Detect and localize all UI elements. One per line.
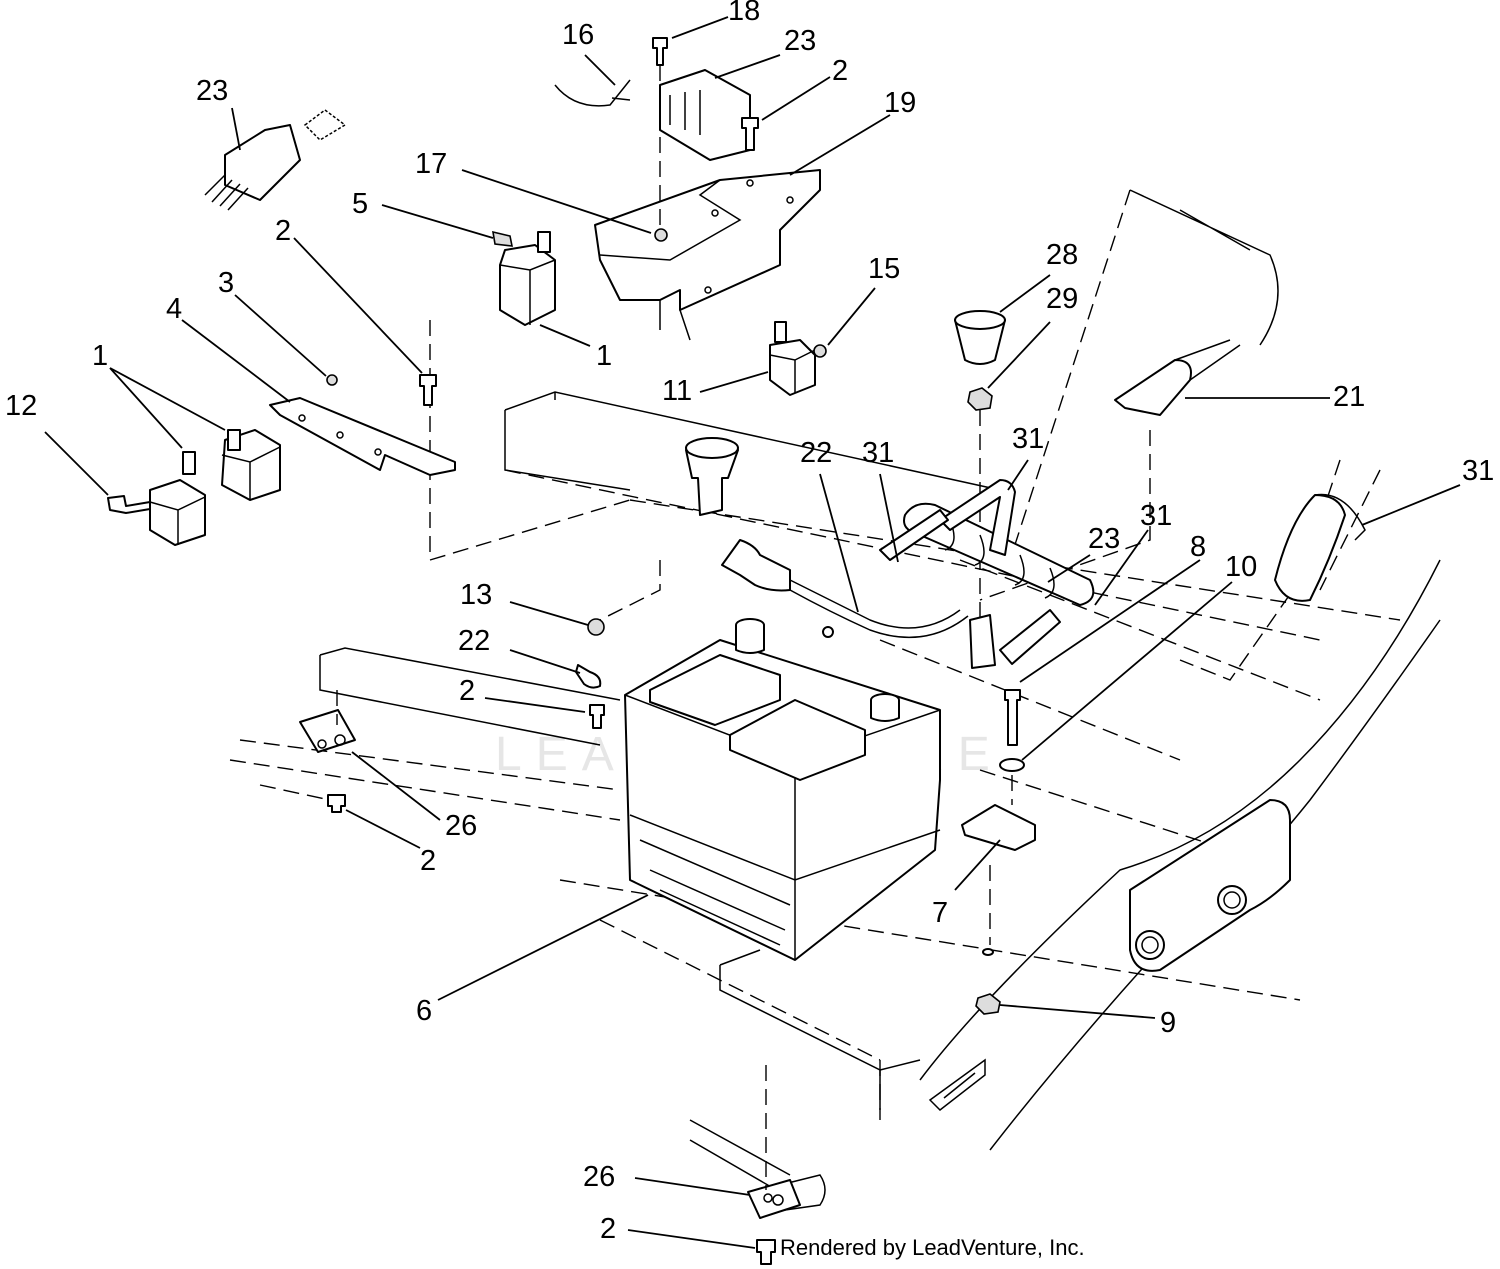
washer-10: [999, 758, 1025, 772]
callout-19: 19: [884, 87, 916, 119]
wire-clip: [554, 79, 631, 107]
battery-cable-bundle: [879, 479, 1095, 665]
callout-23-left: 23: [196, 75, 228, 107]
callout-13: 13: [460, 579, 492, 611]
clamp-26-lower: [689, 1119, 826, 1219]
relay-1-upper: [499, 231, 556, 326]
callout-23-cable: 23: [1088, 523, 1120, 555]
callout-28: 28: [1046, 239, 1078, 271]
clamp-26-upper: [299, 709, 356, 753]
callout-17: 17: [415, 148, 447, 180]
callout-2-bottom: 2: [600, 1213, 616, 1245]
callout-18: 18: [728, 0, 760, 27]
screw-2-left: [419, 374, 437, 406]
relay-1-left-a: [221, 429, 281, 501]
callout-9: 9: [1160, 1007, 1176, 1039]
callout-10: 10: [1225, 551, 1257, 583]
screw-2-bottom: [756, 1239, 776, 1265]
callout-31-a: 31: [862, 437, 894, 469]
leader-lines: [44, 16, 1461, 1249]
callout-26-lower: 26: [583, 1161, 615, 1193]
spacer: [969, 614, 996, 669]
callout-22-lower: 22: [458, 625, 490, 657]
washer-small: [982, 948, 994, 956]
screw-2-lower-left: [327, 794, 346, 813]
cable-boot-right: [1274, 493, 1366, 602]
callout-7: 7: [932, 897, 948, 929]
frame-outline: [229, 189, 1441, 1151]
callout-15: 15: [868, 253, 900, 285]
callout-21: 21: [1333, 381, 1365, 413]
nut-15: [813, 344, 827, 358]
relay-11: [769, 321, 816, 396]
hold-down-7: [961, 804, 1036, 851]
battery-cable-22: [721, 539, 969, 639]
terminal-22: [575, 664, 602, 689]
callout-5: 5: [352, 188, 368, 220]
callout-2-battery: 2: [459, 675, 475, 707]
relay-bracket: [594, 169, 821, 341]
callout-11: 11: [662, 375, 692, 407]
bolt-12: [107, 495, 151, 514]
frame-knob: [685, 437, 739, 516]
callout-2-left: 2: [275, 215, 291, 247]
callout-22-upper: 22: [800, 437, 832, 469]
screw-5: [492, 230, 514, 247]
nut-29: [967, 387, 993, 411]
callout-31-b: 31: [1012, 423, 1044, 455]
nut-17: [654, 228, 668, 242]
callout-2-lower-left: 2: [420, 845, 436, 877]
callout-2-top: 2: [832, 55, 848, 87]
callout-labels: 23 16 18 23 2 19 17 5 2 3 4 1 12 1 15 11…: [5, 0, 1494, 1245]
relay-1-left-b: [149, 451, 206, 546]
callout-1-upper: 1: [596, 340, 612, 372]
cable-21: [1114, 339, 1241, 416]
screw-2-top: [741, 117, 759, 151]
bolt-2-battery: [589, 704, 605, 729]
callout-1-left: 1: [92, 340, 108, 372]
screw-18: [652, 37, 668, 66]
callout-8: 8: [1190, 531, 1206, 563]
callout-23-top: 23: [784, 25, 816, 57]
callout-4: 4: [166, 293, 182, 325]
callout-31-d: 31: [1462, 455, 1494, 487]
callout-29: 29: [1046, 283, 1078, 315]
battery-6: [624, 618, 941, 961]
control-module-left: [204, 109, 347, 211]
control-module-top: [659, 69, 751, 161]
lock-washer-13: [587, 618, 605, 636]
callout-6: 6: [416, 995, 432, 1027]
callout-26-upper: 26: [445, 810, 477, 842]
callout-31-c: 31: [1140, 500, 1172, 532]
callout-12: 12: [5, 390, 37, 422]
nut-9: [975, 993, 1001, 1015]
nut-3: [326, 374, 338, 386]
relay-bracket-left: [269, 397, 456, 476]
knob-28: [954, 310, 1006, 365]
callout-3: 3: [218, 267, 234, 299]
credit-text: Rendered by LeadVenture, Inc.: [780, 1235, 1085, 1260]
callout-16: 16: [562, 19, 594, 51]
bolt-8: [1004, 689, 1021, 746]
